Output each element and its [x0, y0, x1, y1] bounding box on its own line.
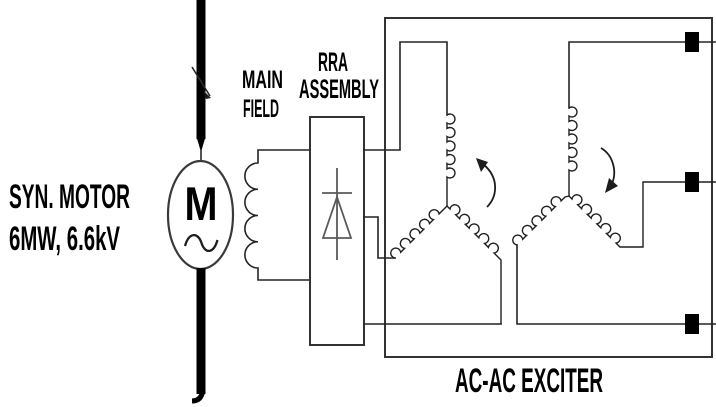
motor-letter: M [185, 177, 218, 230]
terminal-square [685, 314, 699, 334]
ac-waveform-icon [183, 233, 219, 253]
coil [446, 113, 456, 207]
diode-icon [321, 168, 353, 260]
main-field-label-line2: FIELD [243, 95, 279, 123]
coil [512, 195, 570, 246]
rra-box [309, 116, 365, 346]
bus-hook-tip [191, 388, 206, 404]
labels: SYN. MOTOR 6MW, 6.6kV MAIN FIELD RRA ASS… [9, 47, 603, 400]
rra-label-line1: RRA [318, 47, 348, 77]
main-field-coil-icon [244, 149, 311, 281]
exciter-label: AC-AC EXCITER [455, 362, 603, 400]
terminal-squares [685, 32, 699, 334]
motor-symbol: M [166, 159, 235, 271]
incoming-bus-line [191, 0, 211, 162]
flow-slash-icon [191, 66, 211, 99]
wire-rra-to-left-wye-left [363, 216, 396, 259]
rotation-arrow-cw-icon [600, 147, 618, 193]
motor-label-line1: SYN. MOTOR [9, 178, 130, 216]
bus-taper-tip [196, 137, 206, 152]
rra-label-line2: ASSEMBLY [299, 74, 379, 104]
coil [568, 181, 716, 248]
coil [568, 106, 578, 197]
terminal-square [685, 172, 699, 192]
wire-right-wye-left-to-terminal3 [516, 244, 716, 325]
wiring [363, 41, 716, 325]
terminal-square [685, 32, 699, 52]
main-field-label-line1: MAIN [242, 66, 283, 94]
wire-right-wye-top-to-terminal1 [568, 41, 716, 109]
right-wye-winding-icon [512, 106, 716, 248]
wire-rra-to-left-wye-top [363, 41, 448, 151]
coil [446, 204, 502, 325]
coil [390, 205, 448, 259]
exciter-box [384, 17, 713, 358]
motor-label-line2: 6MW, 6.6kV [9, 220, 120, 258]
output-bus-line [191, 268, 206, 404]
left-wye-winding-icon [390, 113, 502, 325]
rotation-arrow-ccw-icon [476, 158, 497, 208]
